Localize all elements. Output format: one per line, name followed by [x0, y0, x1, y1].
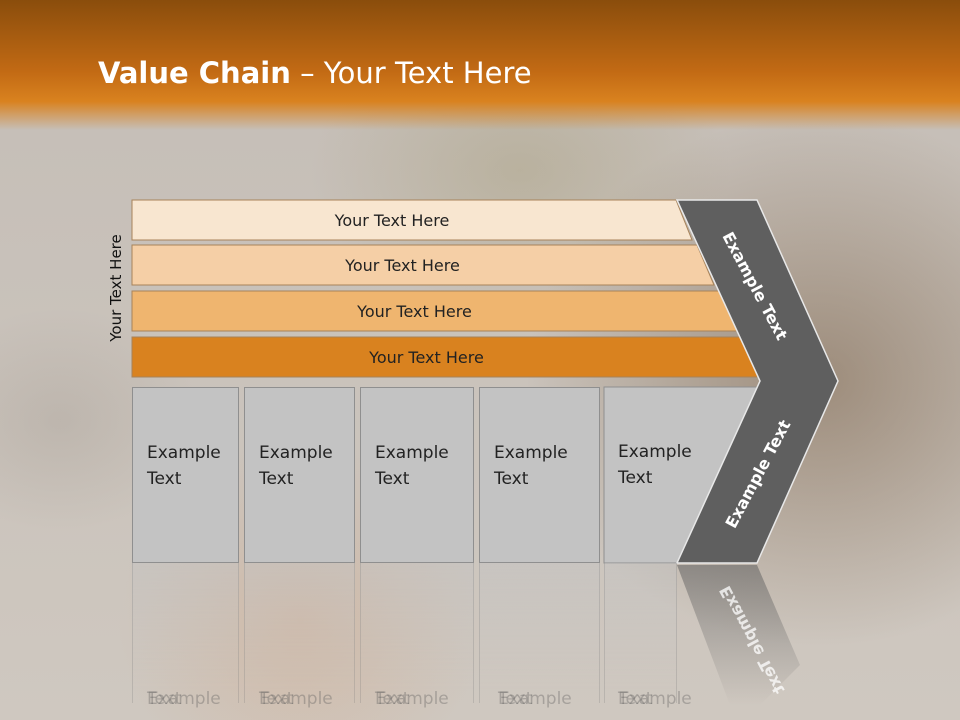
band-3: Your Text Here [132, 291, 721, 331]
band-2-label: Your Text Here [345, 255, 460, 275]
chevron-reflection [677, 565, 800, 705]
box-4-line1: Example [494, 443, 568, 463]
activity-box-5: Example Text [604, 387, 734, 563]
box-2-line1: Example [259, 443, 333, 463]
title-rest: – Your Text Here [290, 56, 532, 90]
box-4-ghost-line2: Text [498, 689, 533, 709]
box-2-ghost-line2: Text [259, 689, 294, 709]
activity-box-3: Example Text [360, 387, 474, 563]
band-1-label: Your Text Here [334, 210, 450, 230]
box-1-line1: Example [147, 443, 221, 463]
activity-box-2: Example Text [244, 387, 355, 563]
band-shape-2 [131, 244, 715, 286]
activity-box-4: Example Text [479, 387, 600, 563]
header-bar [0, 0, 960, 130]
box-2-line2: Text [259, 469, 294, 489]
box-3-line1: Example [375, 443, 449, 463]
band-shape-1 [131, 199, 693, 241]
title-bold: Value Chain [98, 56, 291, 90]
box-5-reflection [604, 563, 677, 703]
box-3-reflection [360, 563, 474, 703]
activity-box-1: Example Text [132, 387, 239, 563]
box-4-line2: Text [494, 469, 529, 489]
box-4-reflection [479, 563, 600, 703]
box-1-reflection [132, 563, 239, 703]
box-1-ghost-line2: Text [147, 689, 182, 709]
box-5-ghost-line2: Text [618, 689, 653, 709]
band-1: Your Text Here [132, 200, 676, 240]
box-5-line1: Example [618, 442, 692, 462]
slide-title: Value Chain – Your Text Here [98, 56, 532, 96]
band-3-label: Your Text Here [357, 301, 472, 321]
box-5-line2: Text [618, 468, 653, 488]
band-4-label: Your Text Here [369, 347, 484, 367]
box-3-line2: Text [375, 469, 410, 489]
chevron-shape [675, 199, 839, 564]
box-1-line2: Text [147, 469, 182, 489]
band-4: Your Text Here [132, 337, 745, 377]
band-2: Your Text Here [132, 245, 697, 285]
box-3-ghost-line2: Text [375, 689, 410, 709]
box-2-reflection [244, 563, 355, 703]
